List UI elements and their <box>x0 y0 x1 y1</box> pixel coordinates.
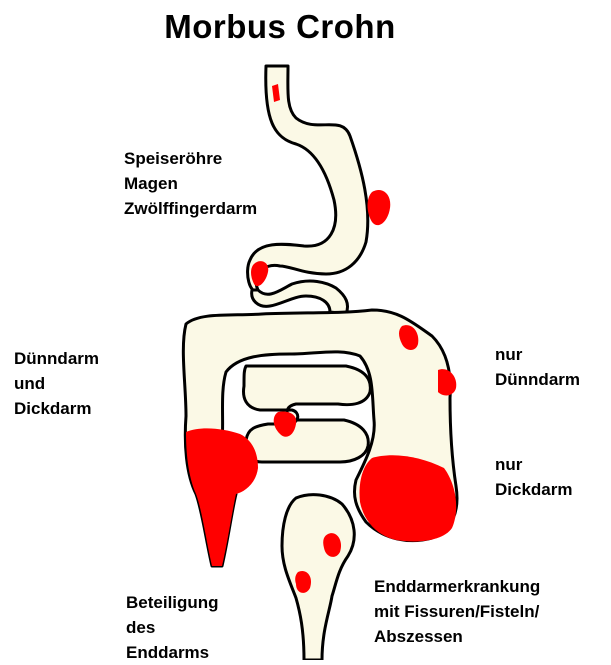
label-line: Dickdarm <box>14 396 99 421</box>
label-duodenum: Zwölffingerdarm <box>124 196 257 221</box>
label-line: Dünndarm <box>14 346 99 371</box>
label-line: Beteiligung <box>126 590 219 615</box>
label-line: Enddarms <box>126 640 219 665</box>
label-stomach: Magen <box>124 171 257 196</box>
label-line: mit Fissuren/Fisteln/ <box>374 599 540 624</box>
duodenum <box>252 281 348 314</box>
label-rectum-involvement: Beteiligung des Enddarms <box>126 590 219 665</box>
inflamed-rectum <box>295 571 311 593</box>
label-line: des <box>126 615 219 640</box>
label-esophagus: Speiseröhre <box>124 146 257 171</box>
label-anal-disease: Enddarmerkrankung mit Fissuren/Fisteln/ … <box>374 574 540 649</box>
label-line: Enddarmerkrankung <box>374 574 540 599</box>
label-upper-gi: Speiseröhre Magen Zwölffingerdarm <box>124 146 257 221</box>
label-large-intestine-only: nur Dickdarm <box>495 452 572 502</box>
label-line: nur <box>495 452 572 477</box>
label-small-intestine-only: nur Dünndarm <box>495 342 580 392</box>
label-line: Dünndarm <box>495 367 580 392</box>
label-line: Dickdarm <box>495 477 572 502</box>
label-small-and-large-intestine: Dünndarm und Dickdarm <box>14 346 99 421</box>
inflamed-stomach <box>368 190 391 225</box>
rectum <box>282 495 354 660</box>
label-line: nur <box>495 342 580 367</box>
label-line: und <box>14 371 99 396</box>
inflamed-duodenum <box>251 261 268 286</box>
small-intestine <box>244 366 371 462</box>
inflamed-colon-small-only <box>438 369 456 395</box>
label-line: Abszessen <box>374 624 540 649</box>
stomach-esophagus <box>248 66 368 291</box>
